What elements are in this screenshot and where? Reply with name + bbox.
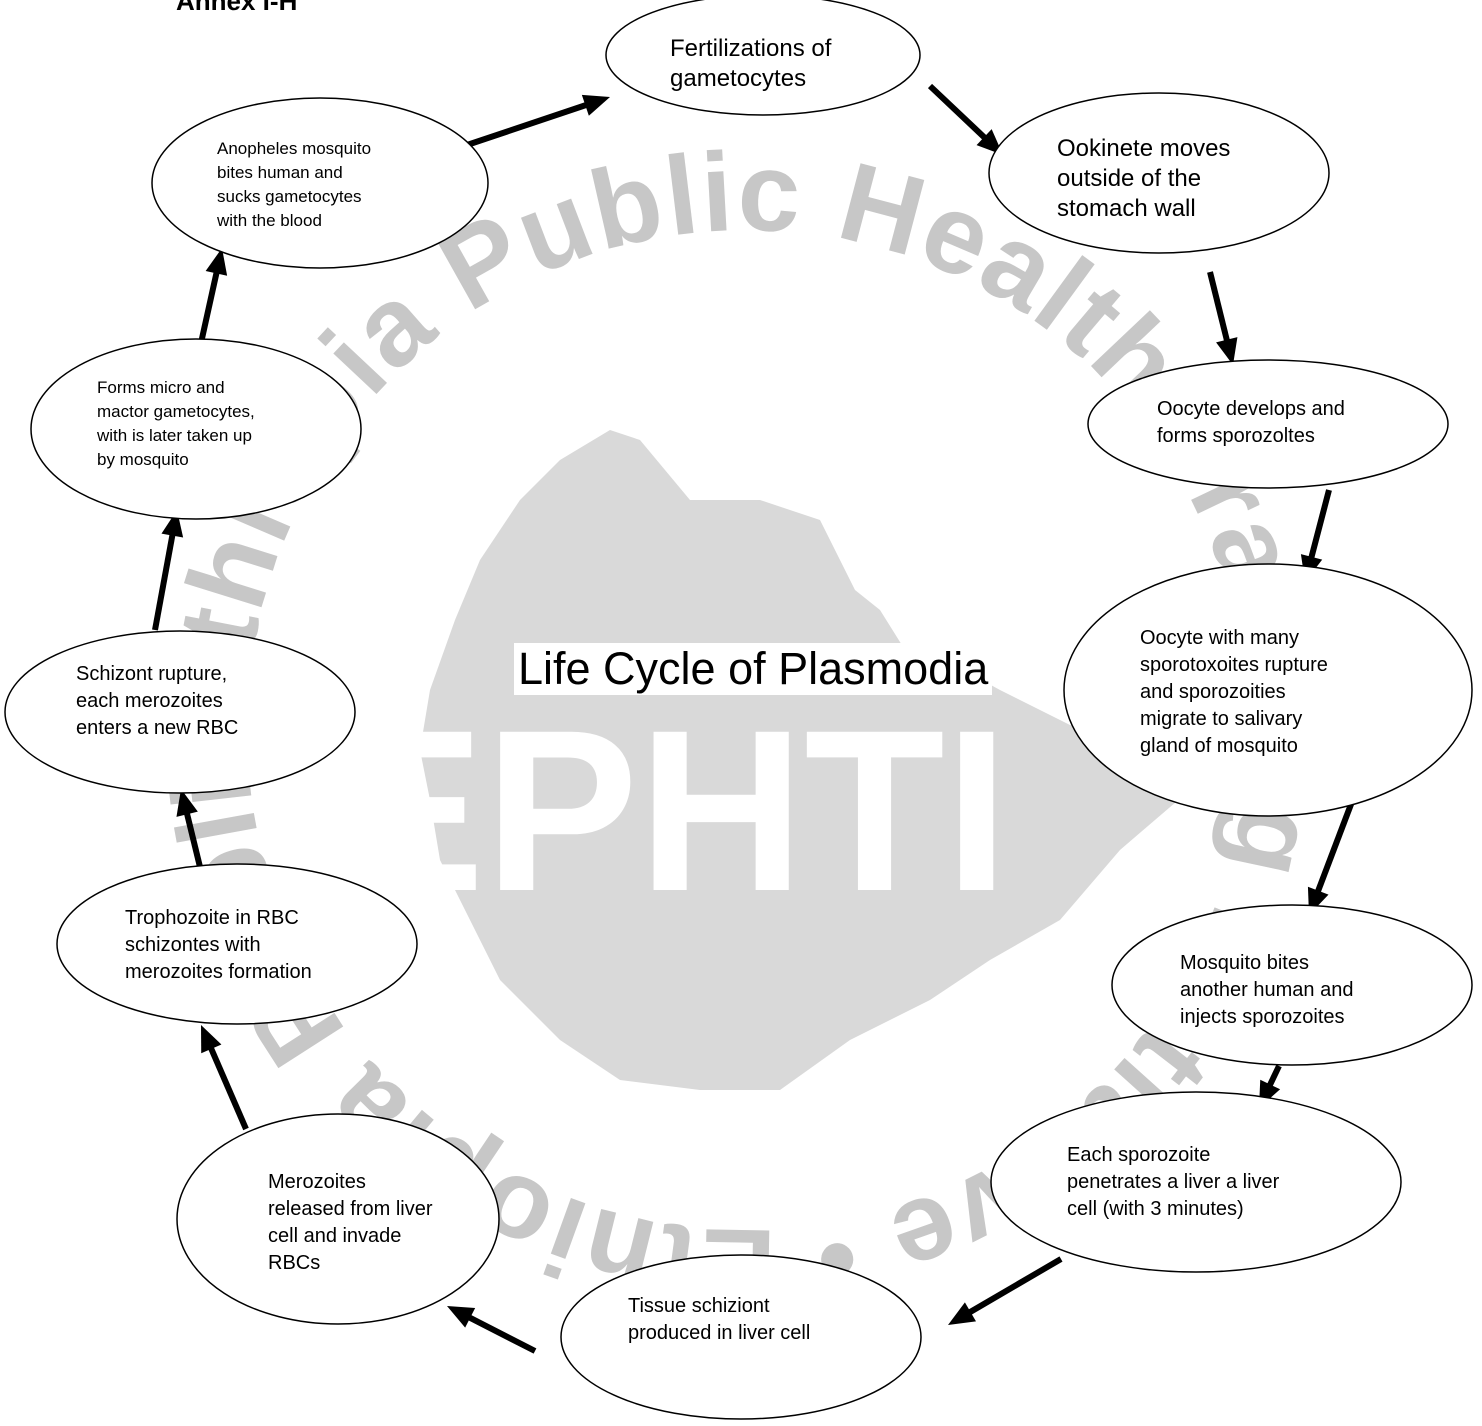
stage-text-line: forms sporozoltes xyxy=(1157,425,1315,447)
stage-text-line: Forms micro and xyxy=(97,378,225,397)
stage-trophozoite: Trophozoite in RBC schizontes with merozoi… xyxy=(56,863,418,1025)
stage-text-line: Trophozoite in RBC xyxy=(125,907,299,929)
stage-text-line: Schizont rupture, xyxy=(76,663,227,685)
stage-text-line: migrate to salivary xyxy=(1140,708,1302,730)
stage-text-line: produced in liver cell xyxy=(628,1322,810,1344)
stage-text-line: and sporozoities xyxy=(1140,681,1286,703)
arrow-head xyxy=(201,1025,222,1054)
arrow-shaft xyxy=(207,1045,249,1131)
stage-ellipse xyxy=(1063,563,1473,817)
stage-text-line: Tissue schiziont xyxy=(628,1295,770,1317)
stage-text-line: by mosquito xyxy=(97,450,189,469)
stage-text-line: gland of mosquito xyxy=(1140,735,1298,757)
stage-text-line: Fertilizations of xyxy=(670,35,832,62)
diagram-title: Life Cycle of Plasmodia xyxy=(514,643,993,695)
arrow-shaft xyxy=(1266,1064,1282,1088)
stage-text-line: Oocyte develops and xyxy=(1157,398,1345,420)
stage-ellipse xyxy=(1087,359,1449,489)
stage-text-line: mactor gametocytes, xyxy=(97,402,255,421)
arrow-sporozoite-to-tissue-schizont xyxy=(948,1256,1063,1325)
stage-gametocytes: Forms micro and mactor gametocytes, with i… xyxy=(30,338,362,520)
arrow-merozoites-to-trophozoite xyxy=(201,1025,249,1131)
arrow-shaft xyxy=(183,811,203,868)
stage-ellipse xyxy=(990,1091,1402,1273)
arrow-shaft xyxy=(152,533,176,631)
stage-text-line: each merozoites xyxy=(76,690,223,712)
stage-text-line: bites human and xyxy=(217,163,343,182)
arrow-head xyxy=(948,1302,976,1325)
stage-text-line: schizontes with xyxy=(125,934,261,956)
stage-ellipse xyxy=(176,1113,500,1325)
arrow-anopheles-to-fertilization xyxy=(466,94,610,148)
arrow-shaft xyxy=(967,1256,1063,1316)
stage-tissue-schizont: Tissue schiziont produced in liver cell xyxy=(560,1254,922,1420)
arrow-head xyxy=(1216,337,1238,365)
stage-ellipse xyxy=(30,338,362,520)
stage-text-line: Oocyte with many xyxy=(1140,627,1299,649)
stage-ellipse xyxy=(151,97,489,269)
stage-mosquito-bites: Mosquito bites another human and injects s… xyxy=(1111,904,1473,1066)
stage-text-line: Anopheles mosquito xyxy=(217,139,371,158)
stage-text-line: Mosquito bites xyxy=(1180,952,1309,974)
stage-ellipse xyxy=(4,630,356,794)
stage-text-line: with is later taken up xyxy=(96,426,252,445)
watermark-center-text: EPHTI xyxy=(331,682,1008,939)
arrow-fertilization-to-ookinete xyxy=(927,83,1003,155)
stage-text-line: gametocytes xyxy=(670,65,806,92)
stage-text-line: outside of the xyxy=(1057,165,1201,192)
stage-text-line: injects sporozoites xyxy=(1180,1006,1345,1028)
watermark-map-shape xyxy=(420,430,1190,1090)
arrow-head xyxy=(176,789,198,817)
arrow-gametocytes-to-anopheles xyxy=(198,248,228,344)
stage-text-line: sporotoxoites rupture xyxy=(1140,654,1328,676)
arrow-shaft xyxy=(927,83,988,141)
stage-text-line: RBCs xyxy=(268,1252,320,1274)
stage-text-line: cell (with 3 minutes) xyxy=(1067,1198,1244,1220)
arrow-shaft xyxy=(1207,271,1231,343)
stage-ookinete: Ookinete moves outside of the stomach wall xyxy=(988,92,1330,254)
stage-text-line: stomach wall xyxy=(1057,195,1196,222)
stage-text-line: merozoites formation xyxy=(125,961,312,983)
stage-ellipse xyxy=(560,1254,922,1420)
stage-ellipse xyxy=(1111,904,1473,1066)
stage-text-line: Each sporozoite xyxy=(1067,1144,1210,1166)
stage-sporozoite-liver: Each sporozoite penetrates a liver a live… xyxy=(990,1091,1402,1273)
arrow-shaft xyxy=(198,270,220,344)
stage-fertilization: Fertilizations of gametocytes xyxy=(605,0,921,116)
stage-ellipse xyxy=(56,863,418,1025)
arrow-tissue-schizont-to-merozoites xyxy=(447,1306,537,1354)
stage-merozoites-released: Merozoites released from liver cell and in… xyxy=(176,1113,500,1325)
arrow-shaft xyxy=(1308,489,1332,560)
arrow-shaft xyxy=(467,1314,537,1354)
stage-text-line: sucks gametocytes xyxy=(217,187,362,206)
stage-text-line: with the blood xyxy=(216,211,322,230)
stage-text-line: penetrates a liver a liver xyxy=(1067,1171,1280,1193)
arrow-head xyxy=(447,1306,476,1328)
arrow-shaft xyxy=(466,101,589,148)
stage-text-line: released from liver xyxy=(268,1198,433,1220)
stage-ellipse xyxy=(605,0,921,116)
stage-text-line: Merozoites xyxy=(268,1171,366,1193)
stage-text-line: cell and invade xyxy=(268,1225,401,1247)
arrow-head xyxy=(205,248,228,276)
arrow-shaft xyxy=(1314,797,1356,894)
stage-ellipse xyxy=(988,92,1330,254)
stage-text-line: Ookinete moves xyxy=(1057,135,1230,162)
stage-text-line: enters a new RBC xyxy=(76,717,238,739)
arrow-trophozoite-to-schizont-rupture xyxy=(176,789,203,868)
stage-text-line: another human and xyxy=(1180,979,1353,1001)
stage-oocyte-develops: Oocyte develops and forms sporozoltes xyxy=(1087,359,1449,489)
arrow-head xyxy=(581,94,610,116)
annex-label: Annex I-H xyxy=(176,0,298,16)
stage-oocyte-rupture: Oocyte with many sporotoxoites rupture and… xyxy=(1063,563,1473,817)
stage-anopheles-bites: Anopheles mosquito bites human and sucks g… xyxy=(151,97,489,269)
stage-schizont-rupture: Schizont rupture, each merozoites enters a… xyxy=(4,630,356,794)
arrow-ookinete-to-oocyte-develops xyxy=(1207,271,1238,365)
